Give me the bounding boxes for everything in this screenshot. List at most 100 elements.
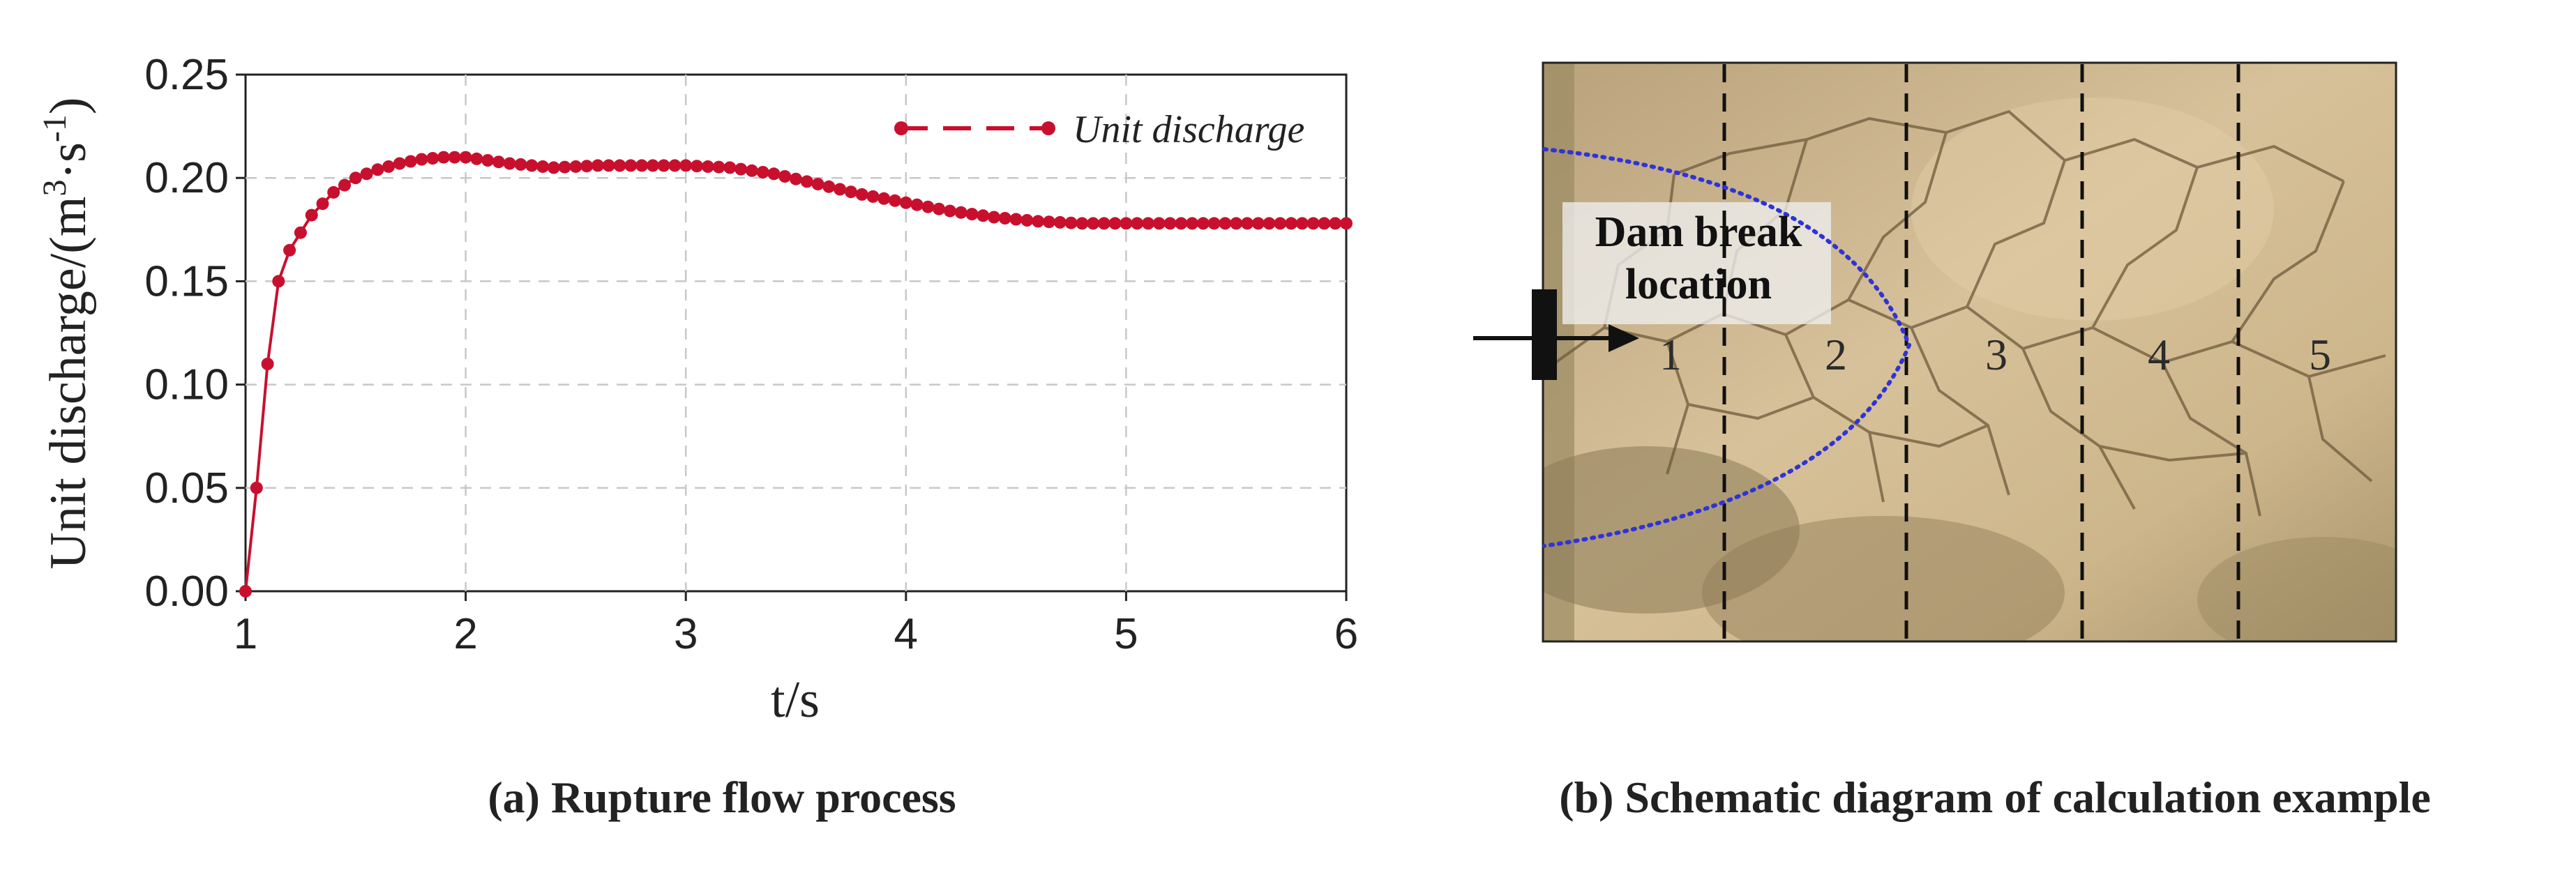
- data-point: [371, 163, 384, 176]
- data-point: [1131, 217, 1144, 230]
- data-point: [943, 204, 956, 218]
- data-point: [1108, 217, 1122, 230]
- section-label-2: 2: [1825, 330, 1847, 379]
- y-tick-label: 0.25: [144, 51, 229, 99]
- data-point: [1230, 217, 1243, 230]
- data-point: [1263, 217, 1276, 230]
- section-label-1: 1: [1659, 330, 1682, 379]
- data-point: [1142, 217, 1154, 230]
- data-point: [691, 160, 703, 173]
- data-point: [613, 159, 626, 172]
- data-point: [679, 159, 693, 172]
- data-point: [360, 167, 373, 181]
- data-point: [558, 160, 571, 174]
- data-point: [1020, 214, 1034, 227]
- data-point: [1306, 217, 1320, 230]
- data-point: [1175, 217, 1188, 230]
- section-label-3: 3: [1985, 330, 2008, 379]
- data-point: [305, 208, 318, 222]
- data-point: [481, 154, 495, 167]
- y-axis-label: Unit discharge/(m3·s-1): [36, 97, 97, 569]
- data-point: [349, 172, 362, 185]
- x-tick-label: 5: [1114, 610, 1138, 658]
- data-point: [866, 190, 880, 203]
- data-point: [470, 152, 483, 165]
- data-point: [250, 481, 263, 494]
- data-point: [1053, 215, 1067, 229]
- data-point: [1042, 215, 1055, 229]
- panel-b-caption: (b) Schematic diagram of calculation exa…: [1559, 773, 2431, 822]
- data-point: [602, 159, 615, 172]
- data-point: [735, 162, 748, 176]
- data-point: [1285, 217, 1298, 230]
- x-tick-label: 2: [453, 610, 477, 658]
- data-point: [723, 161, 737, 174]
- data-point: [327, 185, 340, 199]
- data-point: [790, 172, 802, 185]
- data-point: [261, 358, 274, 370]
- data-point: [1251, 217, 1265, 230]
- data-point: [1097, 217, 1110, 230]
- x-tick-label: 4: [894, 610, 918, 658]
- data-point: [646, 159, 659, 172]
- data-point: [592, 159, 604, 172]
- data-point: [767, 167, 781, 181]
- data-point: [569, 160, 582, 173]
- data-point: [624, 159, 638, 172]
- y-tick-label: 0.15: [144, 257, 229, 305]
- data-point: [316, 197, 329, 211]
- data-point: [1196, 217, 1210, 230]
- section-label-4: 4: [2148, 330, 2170, 379]
- data-point: [756, 166, 769, 178]
- legend-label: Unit discharge: [1073, 108, 1304, 151]
- series-layer: [239, 151, 1353, 598]
- data-point: [459, 151, 472, 164]
- section-label-5: 5: [2309, 330, 2331, 379]
- data-point: [1318, 217, 1331, 230]
- data-point: [1274, 217, 1287, 230]
- data-point: [855, 188, 868, 201]
- data-point: [822, 180, 836, 193]
- data-point: [536, 160, 550, 173]
- dried-mud-photo: [1543, 63, 2396, 641]
- x-axis-label: t/s: [771, 671, 820, 729]
- data-point: [1241, 217, 1253, 230]
- data-point: [910, 198, 924, 211]
- data-point: [283, 243, 296, 257]
- data-point: [899, 196, 912, 209]
- data-point: [844, 185, 857, 199]
- data-point: [878, 192, 891, 205]
- data-point: [998, 212, 1011, 225]
- data-point: [514, 158, 527, 171]
- data-point: [1087, 217, 1100, 230]
- data-point: [921, 200, 935, 213]
- data-point: [1064, 216, 1078, 229]
- data-point: [1163, 217, 1177, 230]
- data-point: [668, 159, 681, 172]
- data-point: [338, 178, 351, 192]
- data-point: [448, 151, 461, 164]
- data-point: [988, 211, 1000, 224]
- data-point: [977, 209, 990, 222]
- x-tick-label: 3: [674, 610, 698, 658]
- data-point: [239, 585, 252, 598]
- data-point: [1009, 213, 1023, 226]
- panel-a-caption: (a) Rupture flow process: [488, 773, 956, 822]
- data-point: [965, 208, 979, 221]
- data-point: [701, 160, 714, 173]
- dam-label-line2: location: [1625, 261, 1772, 308]
- y-tick-label: 0.20: [144, 154, 229, 202]
- y-tick-label: 0.05: [144, 464, 229, 512]
- dam-label-background: [1562, 202, 1831, 324]
- data-point: [503, 157, 516, 170]
- data-point: [1120, 217, 1133, 230]
- data-point: [889, 194, 901, 207]
- data-point: [1340, 217, 1353, 230]
- data-point: [811, 178, 824, 191]
- data-point: [272, 275, 285, 288]
- data-point: [1329, 217, 1342, 230]
- data-point: [415, 153, 428, 166]
